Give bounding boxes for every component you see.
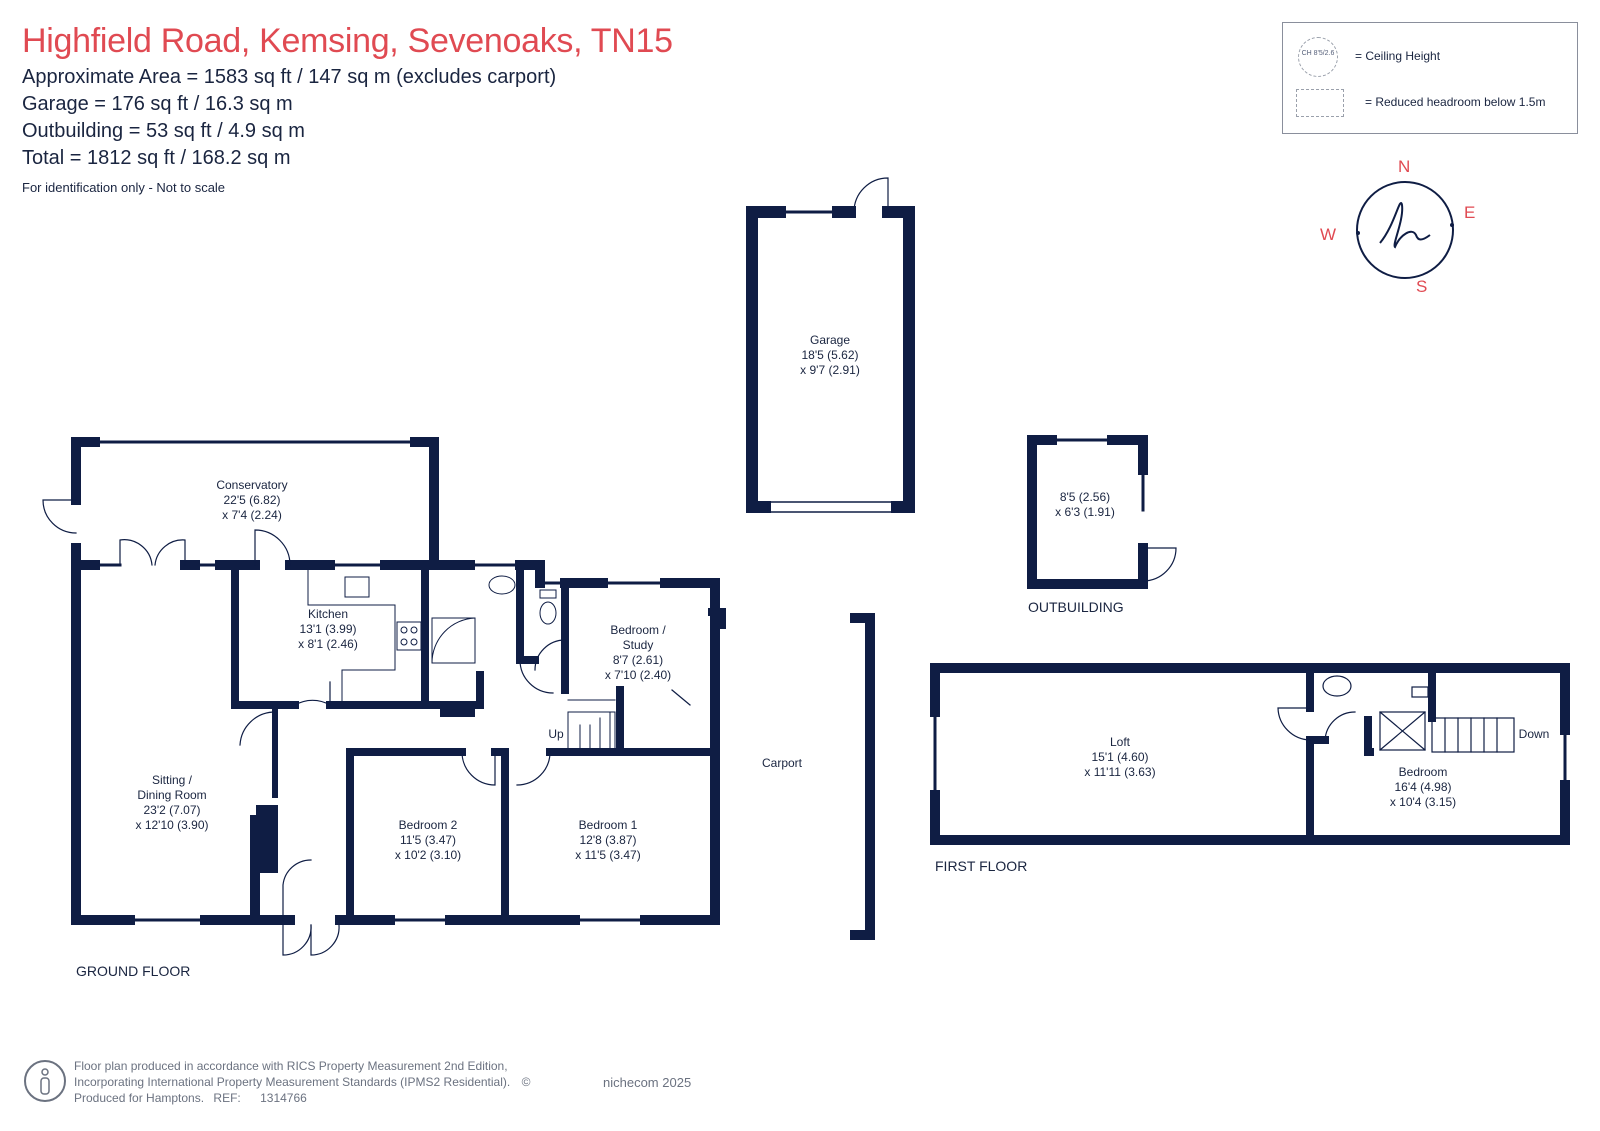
sitting-dim-2: x 12'10 (3.90)	[135, 818, 208, 832]
first-floor-walls	[930, 663, 1570, 845]
kitchen-dim-1: 13'1 (3.99)	[300, 622, 357, 636]
room-labels: Garage 18'5 (5.62) x 9'7 (2.91) 8'5 (2.5…	[76, 333, 1549, 979]
footer-produced-for: Produced for Hamptons.	[74, 1091, 205, 1105]
disclaimer-note: For identification only - Not to scale	[22, 180, 226, 195]
ground-floor-doors	[42, 499, 691, 956]
study-dim-1: 8'7 (2.61)	[613, 653, 663, 667]
ff-bedroom-label: Bedroom	[1399, 765, 1448, 779]
area-garage: Garage = 176 sq ft / 16.3 sq m	[22, 93, 293, 115]
ground-floor-walls	[71, 437, 875, 940]
area-approximate: Approximate Area = 1583 sq ft / 147 sq m…	[22, 66, 557, 88]
kitchen-dim-2: x 8'1 (2.46)	[298, 637, 358, 651]
garage-walls	[746, 177, 915, 513]
info-person-icon	[24, 1060, 66, 1102]
study-label-2: Study	[623, 638, 654, 652]
copyright-symbol: ©	[521, 1075, 531, 1089]
garage-dim-2: x 9'7 (2.91)	[800, 363, 860, 377]
conservatory-label: Conservatory	[216, 478, 287, 492]
ceiling-height-badge-icon: CH 8'5/2.6	[1298, 37, 1338, 77]
legend-ceiling-text: = Ceiling Height	[1355, 49, 1441, 63]
sitting-label-2: Dining Room	[137, 788, 206, 802]
compass-n: N	[1398, 157, 1411, 176]
bedroom1-dim-2: x 11'5 (3.47)	[575, 848, 640, 862]
ground-floor-fixtures	[307, 564, 616, 751]
footer-ref-label: REF:	[213, 1091, 241, 1105]
study-dim-2: x 7'10 (2.40)	[605, 668, 671, 682]
area-total: Total = 1812 sq ft / 168.2 sq m	[22, 147, 291, 169]
bedroom1-label: Bedroom 1	[579, 818, 638, 832]
kitchen-label: Kitchen	[308, 607, 348, 621]
compass-ring-icon	[1356, 181, 1454, 279]
compass-s: S	[1416, 277, 1428, 296]
loft-dim-1: 15'1 (4.60)	[1092, 750, 1149, 764]
bedroom2-dim-2: x 10'2 (3.10)	[395, 848, 461, 862]
bedroom2-label: Bedroom 2	[399, 818, 458, 832]
first-floor-fixtures	[1277, 675, 1515, 753]
footer-ref-number: 1314766	[260, 1091, 307, 1105]
stairs-up-label: Up	[548, 727, 564, 741]
legend: CH 8'5/2.6 = Ceiling Height = Reduced he…	[1282, 22, 1578, 134]
footer-line-2-text: Incorporating International Property Mea…	[74, 1075, 511, 1089]
brand-logo-text: nichecom 2025	[603, 1075, 692, 1090]
outbuilding-dim-1: 8'5 (2.56)	[1060, 490, 1110, 504]
conservatory-dim-2: x 7'4 (2.24)	[222, 508, 282, 522]
reduced-headroom-icon	[1296, 89, 1344, 117]
compass: N E S W	[1320, 157, 1475, 296]
ff-bedroom-dim-1: 16'4 (4.98)	[1395, 780, 1452, 794]
legend-reduced-text: = Reduced headroom below 1.5m	[1365, 95, 1546, 109]
outbuilding-dim-2: x 6'3 (1.91)	[1055, 505, 1115, 519]
sitting-dim-1: 23'2 (7.07)	[144, 803, 201, 817]
ff-bedroom-dim-2: x 10'4 (3.15)	[1390, 795, 1456, 809]
footer-line-1: Floor plan produced in accordance with R…	[74, 1059, 508, 1073]
footer-text: Floor plan produced in accordance with R…	[74, 1058, 530, 1106]
bedroom2-dim-1: 11'5 (3.47)	[400, 833, 456, 847]
garage-label: Garage	[810, 333, 850, 347]
stairs-down-label: Down	[1519, 727, 1550, 741]
plan-title: Highfield Road, Kemsing, Sevenoaks, TN15	[22, 22, 673, 60]
garage-dim-1: 18'5 (5.62)	[802, 348, 859, 362]
carport-label: Carport	[762, 756, 803, 770]
sitting-label-1: Sitting /	[152, 773, 193, 787]
ground-floor-label: GROUND FLOOR	[76, 963, 190, 979]
footer-line-3: Produced for Hamptons. REF: 1314766	[74, 1090, 530, 1106]
bedroom1-dim-1: 12'8 (3.87)	[580, 833, 637, 847]
conservatory-dim-1: 22'5 (6.82)	[224, 493, 281, 507]
outbuilding-walls	[1027, 435, 1177, 589]
area-outbuilding: Outbuilding = 53 sq ft / 4.9 sq m	[22, 120, 305, 142]
compass-w: W	[1320, 225, 1337, 244]
study-label-1: Bedroom /	[610, 623, 666, 637]
footer-line-2: Incorporating International Property Mea…	[74, 1074, 530, 1090]
first-floor-label: FIRST FLOOR	[935, 858, 1027, 874]
outbuilding-floor-label: OUTBUILDING	[1028, 599, 1124, 615]
loft-label: Loft	[1110, 735, 1131, 749]
compass-e: E	[1464, 203, 1476, 222]
loft-dim-2: x 11'11 (3.63)	[1084, 765, 1155, 779]
